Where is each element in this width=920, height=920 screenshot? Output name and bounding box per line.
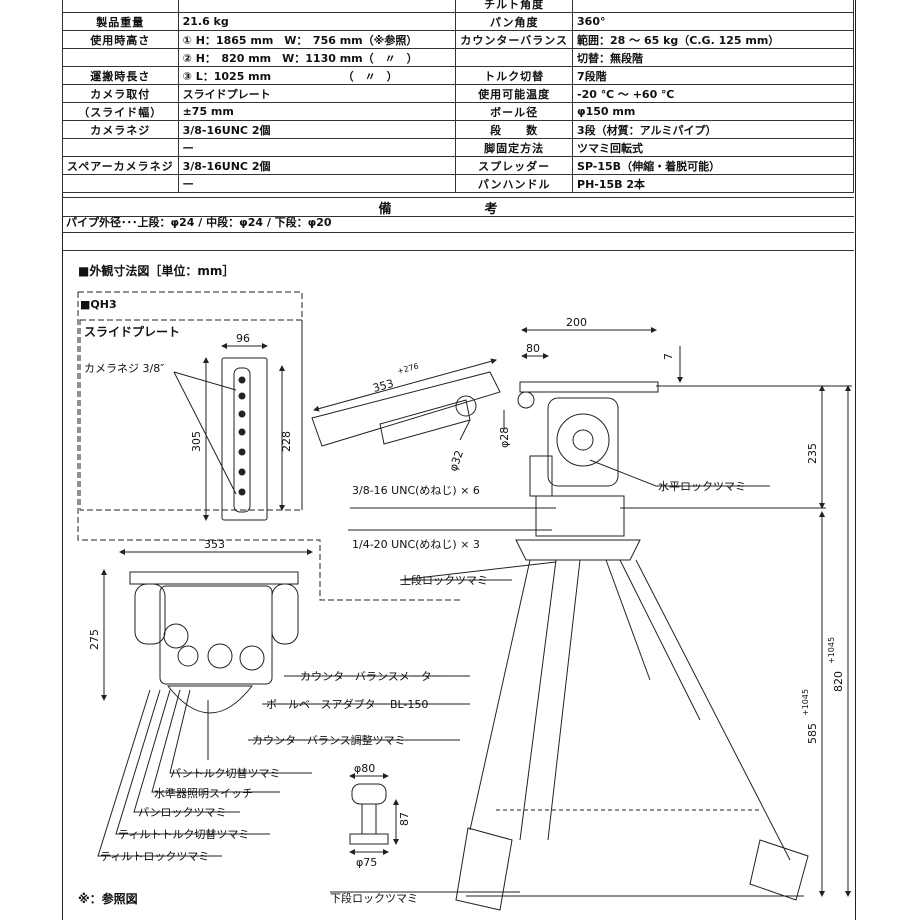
dim-305: 305 (190, 431, 203, 452)
inset-frame (77, 291, 460, 601)
spec-label: スペアーカメラネジ (62, 156, 179, 175)
dim-276: +276 (396, 362, 420, 376)
label-horizontal-lock: 水平ロックツマミ (658, 480, 746, 493)
label-ball-base: ボールベースアダプター BL-150 (266, 697, 428, 711)
spec-label (62, 174, 179, 193)
spec-value: ±75 mm (177, 102, 457, 121)
dim-585: 585 (806, 723, 819, 744)
ball-adapter-shape (351, 783, 387, 805)
dim-200: 200 (566, 316, 587, 329)
dim-32: φ32 (447, 449, 466, 473)
spec-value: 3/8-16UNC 2個 (177, 156, 457, 175)
head-top-plate (129, 571, 299, 585)
label-unc-38: 3/8-16 UNC(めねじ) × 6 (352, 484, 480, 497)
dim-28: φ28 (498, 427, 511, 448)
spec-label: トルク切替 (455, 66, 574, 85)
spec-label: 使用可能温度 (455, 84, 574, 103)
spec-row: —脚固定方法ツマミ回転式 (62, 138, 854, 157)
spec-value: ① H：1865 mm W： 756 mm（※参照） (177, 30, 457, 49)
divider (62, 250, 854, 251)
inset-model-label: ■QH3 (80, 298, 117, 311)
inset-title: スライドプレート (84, 324, 180, 339)
dim-353-handle: 353 (371, 377, 395, 395)
dim-75: φ75 (356, 856, 377, 869)
divider (62, 232, 854, 233)
pan-handle (311, 371, 501, 447)
spec-sheet-frame (62, 0, 856, 920)
dim-87: 87 (398, 812, 411, 826)
label-upper-lock: 上段ロックツマミ (400, 573, 488, 587)
dim-820: 820 (832, 671, 845, 692)
spec-label (62, 48, 179, 67)
spec-label: 脚固定方法 (455, 138, 574, 157)
spec-value: -20 ℃ ～ +60 ℃ (572, 84, 854, 103)
camera-screw-label: カメラネジ 3/8″ (84, 362, 164, 375)
spec-value: 範囲：28 ～ 65 kg（C.G. 125 mm） (572, 30, 854, 49)
dim-7: 7 (662, 353, 675, 360)
dim-353: 353 (204, 538, 225, 551)
spec-value: ツマミ回転式 (572, 138, 854, 157)
spec-label (62, 0, 179, 13)
dim-80: 80 (526, 342, 540, 355)
label-pan-torque: パントルク切替ツマミ (170, 766, 281, 780)
spec-row: カメラ取付スライドプレート使用可能温度-20 ℃ ～ +60 ℃ (62, 84, 854, 103)
spec-value: PH-15B 2本 (572, 174, 854, 193)
spec-label: ボール径 (455, 102, 574, 121)
camera-plate-shape (519, 381, 659, 393)
spec-label: カメラ取付 (62, 84, 179, 103)
spec-label: パン角度 (455, 12, 574, 31)
spec-label: （スライド幅） (62, 102, 179, 121)
label-level-switch: 水準器照明スイッチ (154, 786, 253, 800)
label-cb-knob: カウンターバランス調整ツマミ (252, 733, 406, 747)
label-cb-meter: カウンターバランスメーター (300, 670, 443, 683)
label-lower-lock: 下段ロックツマミ (330, 891, 418, 905)
spec-value: 21.6 kg (177, 12, 457, 31)
pipe-diameter-note: パイプ外径･･･上段：φ24 / 中段：φ24 / 下段：φ20 (66, 216, 332, 229)
remarks-heading: 備 考 (62, 197, 854, 217)
spec-value: φ150 mm (572, 102, 854, 121)
dim-1045-a: +1045 (827, 637, 836, 664)
spec-label: スプレッダー (455, 156, 574, 175)
label-tilt-torque: ティルトトルク切替ツマミ (118, 827, 249, 841)
spec-label: 運搬時長さ (62, 66, 179, 85)
spec-label: パンハンドル (455, 174, 574, 193)
label-tilt-lock: ティルトロックツマミ (100, 850, 209, 863)
label-pan-lock: パンロックツマミ (138, 806, 227, 819)
dim-1045-b: +1045 (801, 689, 810, 716)
spec-row: ② H： 820 mm W：1130 mm（ 〃 ）切替：無段階 (62, 48, 854, 67)
spec-value: — (177, 174, 457, 193)
dim-96: 96 (236, 332, 250, 345)
spec-label: 使用時高さ (62, 30, 179, 49)
drawing-title: ■外観寸法図［単位：mm］ (78, 264, 235, 278)
spec-label (455, 48, 574, 67)
spec-label: 段 数 (455, 120, 574, 139)
dim-275: 275 (88, 629, 101, 650)
dim-80-ball: φ80 (354, 762, 375, 775)
spec-value: SP-15B（伸縮・着脱可能） (572, 156, 854, 175)
dim-235: 235 (806, 443, 819, 464)
reference-note: ※：参照図 (78, 892, 138, 906)
label-unc-14: 1/4-20 UNC(めねじ) × 3 (352, 538, 480, 551)
slide-plate-shape (221, 357, 268, 521)
dim-228: 228 (280, 431, 293, 452)
